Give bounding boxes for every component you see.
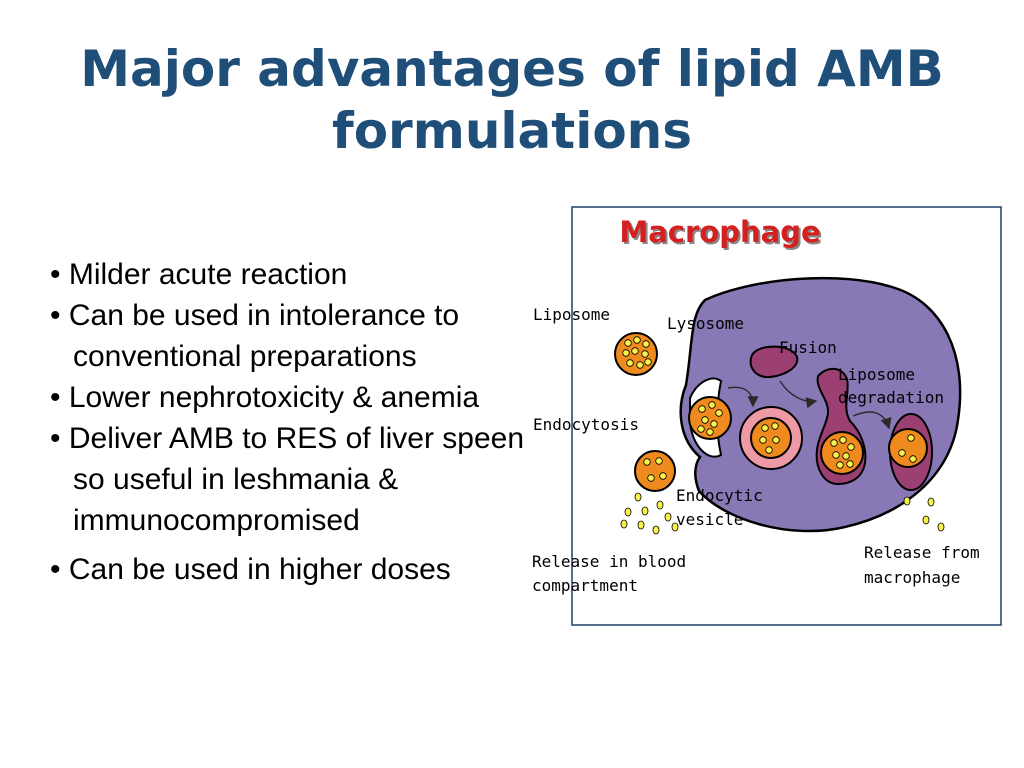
label-endocytic-vesicle: vesicle <box>676 510 743 529</box>
slide-title: Major advantages of lipid AMB formulatio… <box>80 40 944 160</box>
label-lysosome: Lysosome <box>667 314 744 333</box>
bullet-text: Lower nephrotoxicity & anemia <box>68 381 480 414</box>
macrophage-cell <box>679 276 962 533</box>
label-release-blood: Release in blood <box>532 552 686 571</box>
bullet-item: • Can be used in higher doses <box>50 553 451 586</box>
label-release-macrophage: macrophage <box>864 568 960 587</box>
released-particles <box>620 492 945 535</box>
macrophage-heading-shadow: Macrophage <box>621 217 822 251</box>
label-liposome: Liposome <box>533 305 610 324</box>
process-arrows <box>727 380 892 430</box>
bullet-text: Can be used in intolerance to convention… <box>68 299 460 373</box>
label-release-blood: compartment <box>532 576 638 595</box>
label-endocytosis: Endocytosis <box>533 415 639 434</box>
bullet-item: • Lower nephrotoxicity & anemia <box>50 381 480 414</box>
advantages-list: • Milder acute reaction • Can be used in… <box>50 254 530 590</box>
bullet-text: Milder acute reaction <box>68 258 348 291</box>
bullet-item: • Can be used in intolerance to conventi… <box>50 299 460 373</box>
liposome <box>888 428 928 468</box>
liposome <box>750 417 792 459</box>
bullet-item: • Deliver AMB to RES of liver speen so u… <box>50 422 525 537</box>
drug-particles <box>622 336 917 482</box>
lysosome <box>749 345 799 379</box>
macrophage-heading: Macrophage <box>619 215 820 249</box>
bullet-text: Can be used in higher doses <box>68 553 451 586</box>
bullet-text: Deliver AMB to RES of liver speen so use… <box>68 422 525 537</box>
label-liposome-degradation: Liposome <box>838 365 915 384</box>
liposome <box>634 450 676 492</box>
label-fusion: Fusion <box>779 338 837 357</box>
label-liposome-degradation: degradation <box>838 388 944 407</box>
label-release-macrophage: Release from <box>864 543 980 562</box>
label-endocytic-vesicle: Endocytic <box>676 486 763 505</box>
bullet-item: • Milder acute reaction <box>50 258 348 291</box>
